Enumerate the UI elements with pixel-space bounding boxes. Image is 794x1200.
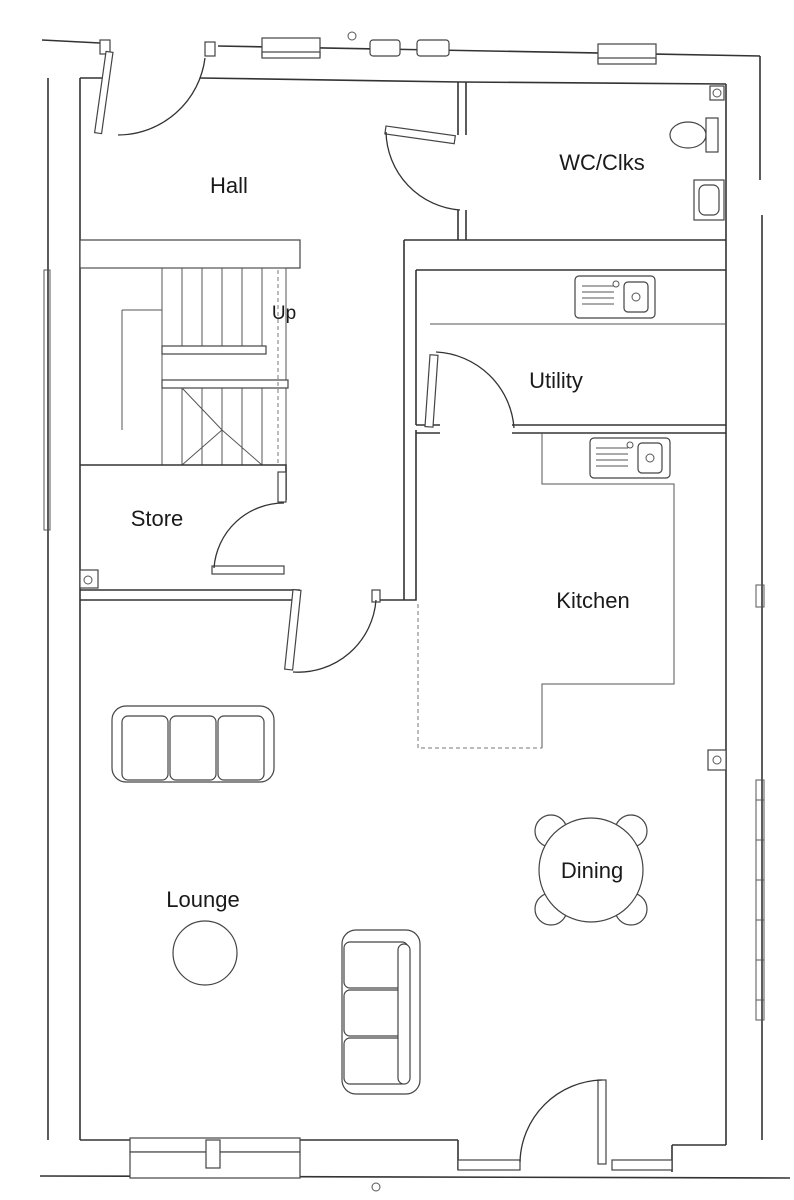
store-label: Store (131, 506, 184, 531)
dining-set (534, 814, 648, 926)
hall-label: Hall (210, 173, 248, 198)
kitchen-area (417, 433, 675, 749)
column (707, 749, 727, 771)
dining-label: Dining (561, 858, 623, 883)
store-walls (79, 464, 300, 601)
top-windows (99, 31, 657, 65)
bottom-window (129, 1137, 673, 1192)
hall-wc-walls (384, 82, 726, 600)
staircase (79, 239, 301, 466)
kitchen-label: Kitchen (556, 588, 629, 613)
sofa-top (111, 705, 275, 783)
wc-fixtures (669, 85, 725, 221)
utility-label: Utility (529, 368, 583, 393)
sofa-right (341, 929, 421, 1095)
patio-door (519, 1079, 607, 1165)
front-door (93, 50, 206, 136)
right-windows (43, 269, 765, 1021)
lounge-door (284, 430, 417, 673)
lounge-table (172, 920, 238, 986)
up-label: Up (272, 303, 296, 324)
wc-label: WC/Clks (559, 150, 645, 175)
lounge-label: Lounge (166, 887, 239, 912)
utility-room (415, 269, 726, 434)
